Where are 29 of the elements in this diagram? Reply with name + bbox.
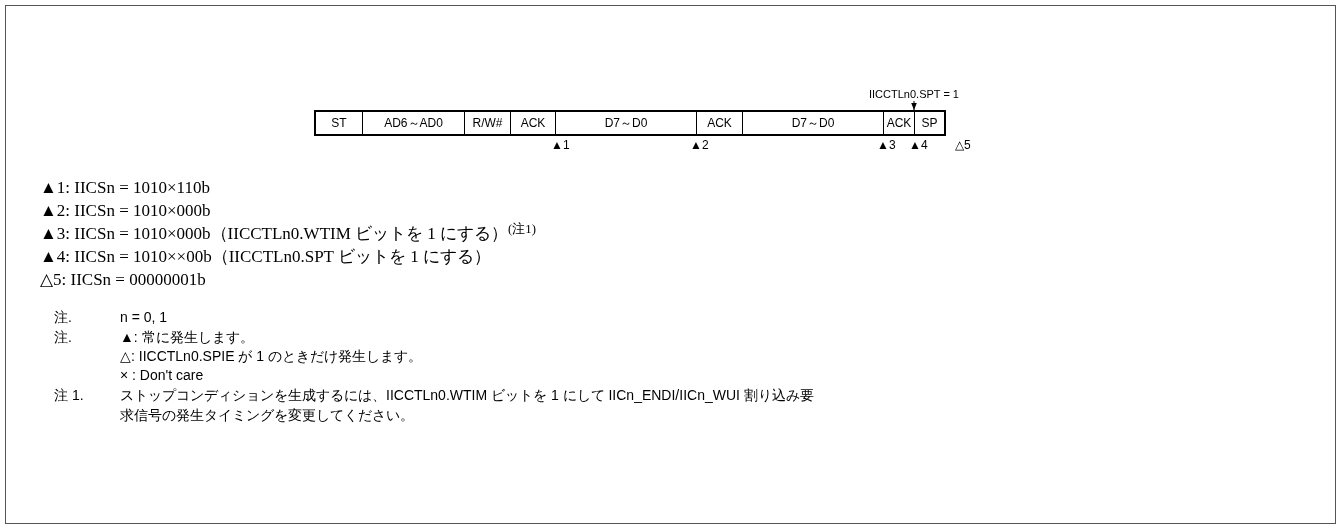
frame-field-cell: D7～D0: [742, 112, 883, 134]
note-text: ストップコンディションを生成するには、IICCTLn0.WTIM ビットを 1 にして IICn_ENDI/IICn_WUI 割り込み要求信号の発生タイミングを変更してください。: [120, 386, 815, 425]
status-line: ▲3: IICSn = 1010×000b（IICCTLn0.WTIM ビットを 1 にする）$^{(注1)}$: [40, 221, 536, 245]
note-text: 注.: [54, 328, 72, 347]
event-marker: △5: [955, 137, 971, 154]
event-marker: ▲1: [551, 137, 570, 154]
frame-field-cell: ACK: [696, 112, 742, 134]
status-line: ▲2: IICSn = 1010×000b: [40, 200, 211, 222]
event-marker: ▲4: [909, 137, 928, 154]
register-setting-label: IICCTLn0.SPT = 1: [864, 86, 964, 103]
frame-field-cell: ST: [316, 112, 362, 134]
frame-field-cell: R/W#: [464, 112, 510, 134]
note-text: ▲: 常に発生します。: [120, 328, 254, 347]
note-text: 注 1.: [54, 386, 84, 405]
frame-field-cell: ACK: [510, 112, 555, 134]
status-line: △5: IICSn = 00000001b: [40, 269, 206, 291]
status-line: ▲4: IICSn = 1010××00b（IICCTLn0.SPT ビットを 1 にする）: [40, 246, 491, 268]
note-text: △: IICCTLn0.SPIE が 1 のときだけ発生します。: [120, 347, 422, 366]
note-text: n = 0, 1: [120, 308, 168, 327]
frame-field-cell: ACK: [883, 112, 914, 134]
status-line: ▲1: IICSn = 1010×110b: [40, 177, 210, 199]
frame-field-cell: SP: [914, 112, 944, 134]
frame-field-cell: AD6～AD0: [362, 112, 464, 134]
note-text: × : Don't care: [120, 366, 204, 385]
frame-field-cell: D7～D0: [555, 112, 696, 134]
event-marker: ▲2: [690, 137, 709, 154]
event-marker: ▲3: [877, 137, 896, 154]
note-text: 注.: [54, 308, 72, 327]
leader-arrow: [911, 100, 917, 111]
